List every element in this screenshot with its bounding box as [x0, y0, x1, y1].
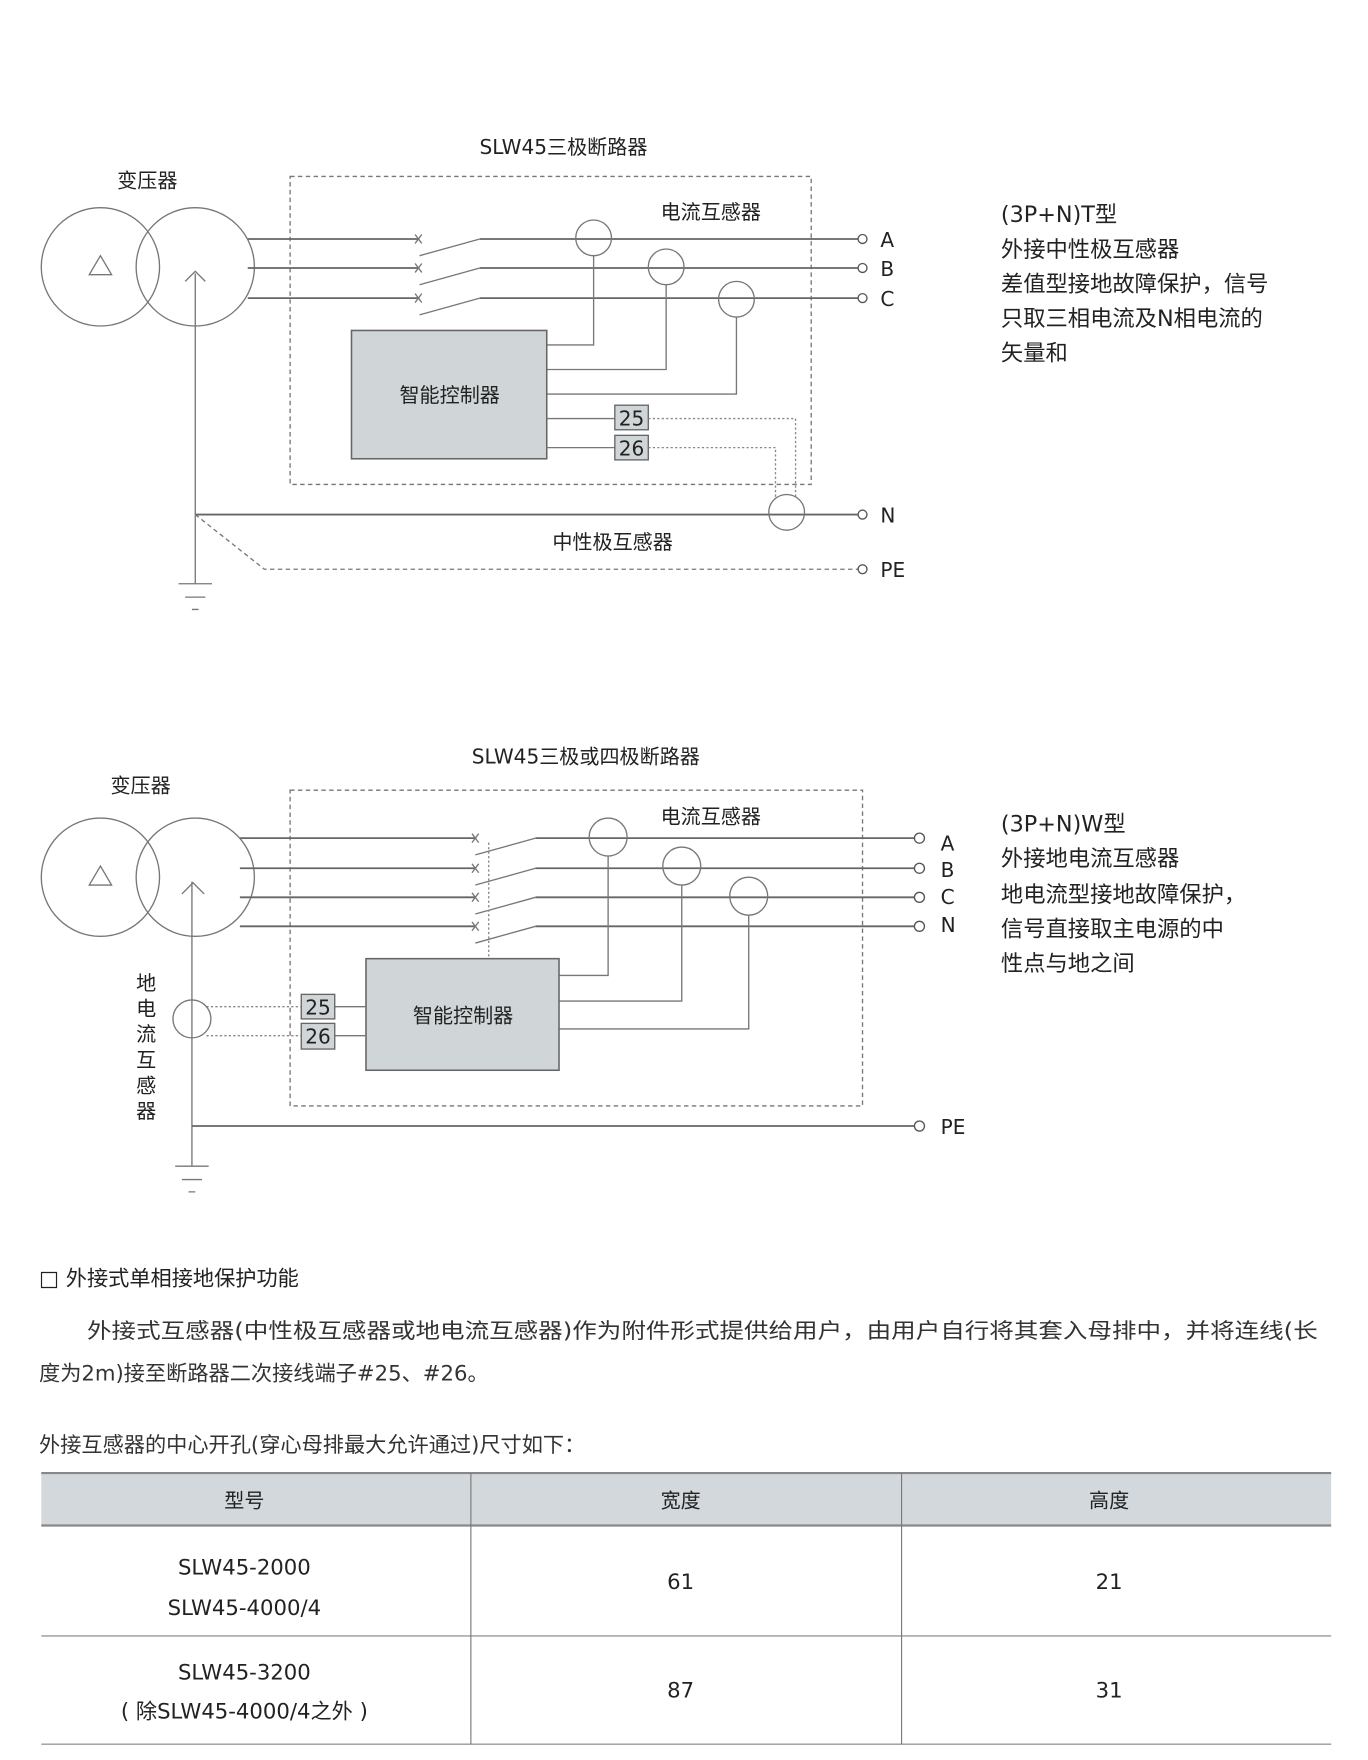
table-header [41, 1473, 1332, 1526]
controller-label: 智能控制器 [399, 383, 499, 407]
section-external-ground-protection: □ 外接式单相接地保护功能 外接式互感器(中性极互感器或地电流互感器)作为附件形… [39, 1266, 1318, 1457]
paragraph-line: 度为2m)接至断路器二次接线端子#25、#26。 [39, 1360, 489, 1385]
terminal-26-label: 26 [305, 1024, 331, 1048]
delta-icon [88, 864, 113, 886]
description-line: (3P+N)T型 [1001, 202, 1117, 228]
description-line: 矢量和 [1001, 341, 1068, 367]
cell-height: 21 [1096, 1569, 1123, 1594]
cell-model: SLW45-4000/4 [168, 1595, 321, 1620]
description-line: 外接地电流互感器 [1001, 846, 1179, 872]
ct-label: 电流互感器 [661, 200, 761, 224]
diagram1-title: SLW45三极断路器 [480, 135, 648, 159]
ground-ct-label-char: 电 [136, 997, 156, 1021]
terminal-25 [614, 404, 649, 431]
cell-width: 61 [667, 1569, 694, 1594]
table-row: SLW45-2000 SLW45-4000/4 61 21 [168, 1555, 1123, 1620]
ground-ct-label-char: 地 [136, 971, 156, 995]
ground-ct-label-char: 流 [136, 1022, 156, 1046]
terminal-26 [614, 434, 649, 461]
terminal-26-label: 26 [619, 436, 645, 460]
table-row: SLW45-3200 ( 除SLW45-4000/4之外 ) 87 31 [121, 1659, 1123, 1723]
transformer-label: 变压器 [110, 773, 170, 797]
ground-ct-label-char: 器 [136, 1099, 156, 1123]
ct-label: 电流互感器 [661, 805, 761, 829]
phase-label-c: C [880, 287, 894, 311]
paragraph-line: 外接式互感器(中性极互感器或地电流互感器)作为附件形式提供给用户，由用户自行将其… [87, 1318, 1318, 1343]
terminal-25 [300, 993, 336, 1020]
diagram2-title: SLW45三极或四极断路器 [472, 744, 700, 768]
section-heading: □ 外接式单相接地保护功能 [39, 1266, 299, 1291]
neutral-ct-label: 中性极互感器 [552, 530, 672, 554]
transformer-symbol [40, 817, 256, 938]
description-line: (3P+N)W型 [1001, 811, 1126, 837]
diagram2-description: (3P+N)W型 外接地电流互感器 地电流型接地故障保护， 信号直接取主电源的中… [1001, 811, 1246, 976]
description-line: 外接中性极互感器 [1001, 237, 1179, 263]
transformer-label: 变压器 [117, 169, 177, 193]
header-height: 高度 [1089, 1489, 1129, 1513]
pe-line [194, 514, 860, 570]
phase-label-c: C [941, 885, 955, 909]
diagram-t-type: SLW45三极断路器 变压器 电流互感器 A B C [40, 135, 1269, 611]
transformer-symbol [40, 207, 256, 327]
phase-label-a: A [941, 831, 955, 855]
terminal-25-label: 25 [305, 995, 331, 1019]
cell-width: 87 [667, 1677, 694, 1702]
smart-controller [365, 957, 560, 1072]
phase-label-b: B [941, 858, 955, 882]
neutral-label: N [880, 503, 895, 527]
phase-lines [239, 832, 926, 959]
smart-controller [350, 329, 548, 460]
wye-icon [184, 270, 206, 282]
description-line: 地电流型接地故障保护， [1001, 882, 1246, 908]
cell-model: SLW45-3200 [178, 1659, 311, 1684]
table-intro: 外接互感器的中心开孔(穿心母排最大允许通过)尺寸如下： [39, 1432, 585, 1457]
ground-icon [178, 583, 213, 611]
breaker-boundary [289, 175, 812, 486]
description-line: 只取三相电流及N相电流的 [1001, 306, 1263, 332]
contact-x-icon [471, 833, 480, 932]
description-line: 差值型接地故障保护，信号 [1001, 271, 1269, 297]
terminal-26 [300, 1022, 336, 1050]
description-line: 信号直接取主电源的中 [1001, 916, 1224, 942]
ground-ct-label-char: 互 [136, 1048, 156, 1072]
diagram1-description: (3P+N)T型 外接中性极互感器 差值型接地故障保护，信号 只取三相电流及N相… [1001, 202, 1269, 366]
neutral-ct [768, 493, 806, 531]
breaker-boundary [289, 789, 864, 1107]
phase-label-n: N [941, 913, 956, 937]
phase-label-b: B [880, 257, 894, 281]
phase-lines [247, 233, 868, 316]
header-model: 型号 [224, 1489, 264, 1513]
ground-icon [175, 1165, 209, 1193]
dimension-table: 型号 宽度 高度 SLW45-2000 SLW45-4000/4 61 21 S… [41, 1471, 1332, 1745]
contact-x-icon [414, 234, 423, 303]
ground-ct [172, 999, 212, 1039]
wye-icon [181, 881, 205, 895]
pe-label: PE [941, 1115, 966, 1139]
current-transformers [546, 219, 755, 395]
phase-label-a: A [880, 228, 894, 252]
cell-model: SLW45-2000 [178, 1555, 311, 1580]
delta-icon [88, 254, 113, 276]
cell-height: 31 [1096, 1677, 1123, 1702]
ground-ct-label-char: 感 [136, 1074, 156, 1098]
ground-ct-label: 地 电 流 互 感 器 [136, 971, 156, 1123]
terminal-25-label: 25 [619, 406, 645, 430]
pe-label: PE [880, 558, 905, 582]
controller-label: 智能控制器 [413, 1003, 513, 1027]
diagram-w-type: SLW45三极或四极断路器 变压器 电流互感器 A B C N [40, 744, 1246, 1193]
description-line: 性点与地之间 [1001, 951, 1135, 977]
header-width: 宽度 [661, 1489, 701, 1513]
cell-model: ( 除SLW45-4000/4之外 ) [121, 1699, 368, 1724]
current-transformers [559, 817, 769, 1030]
